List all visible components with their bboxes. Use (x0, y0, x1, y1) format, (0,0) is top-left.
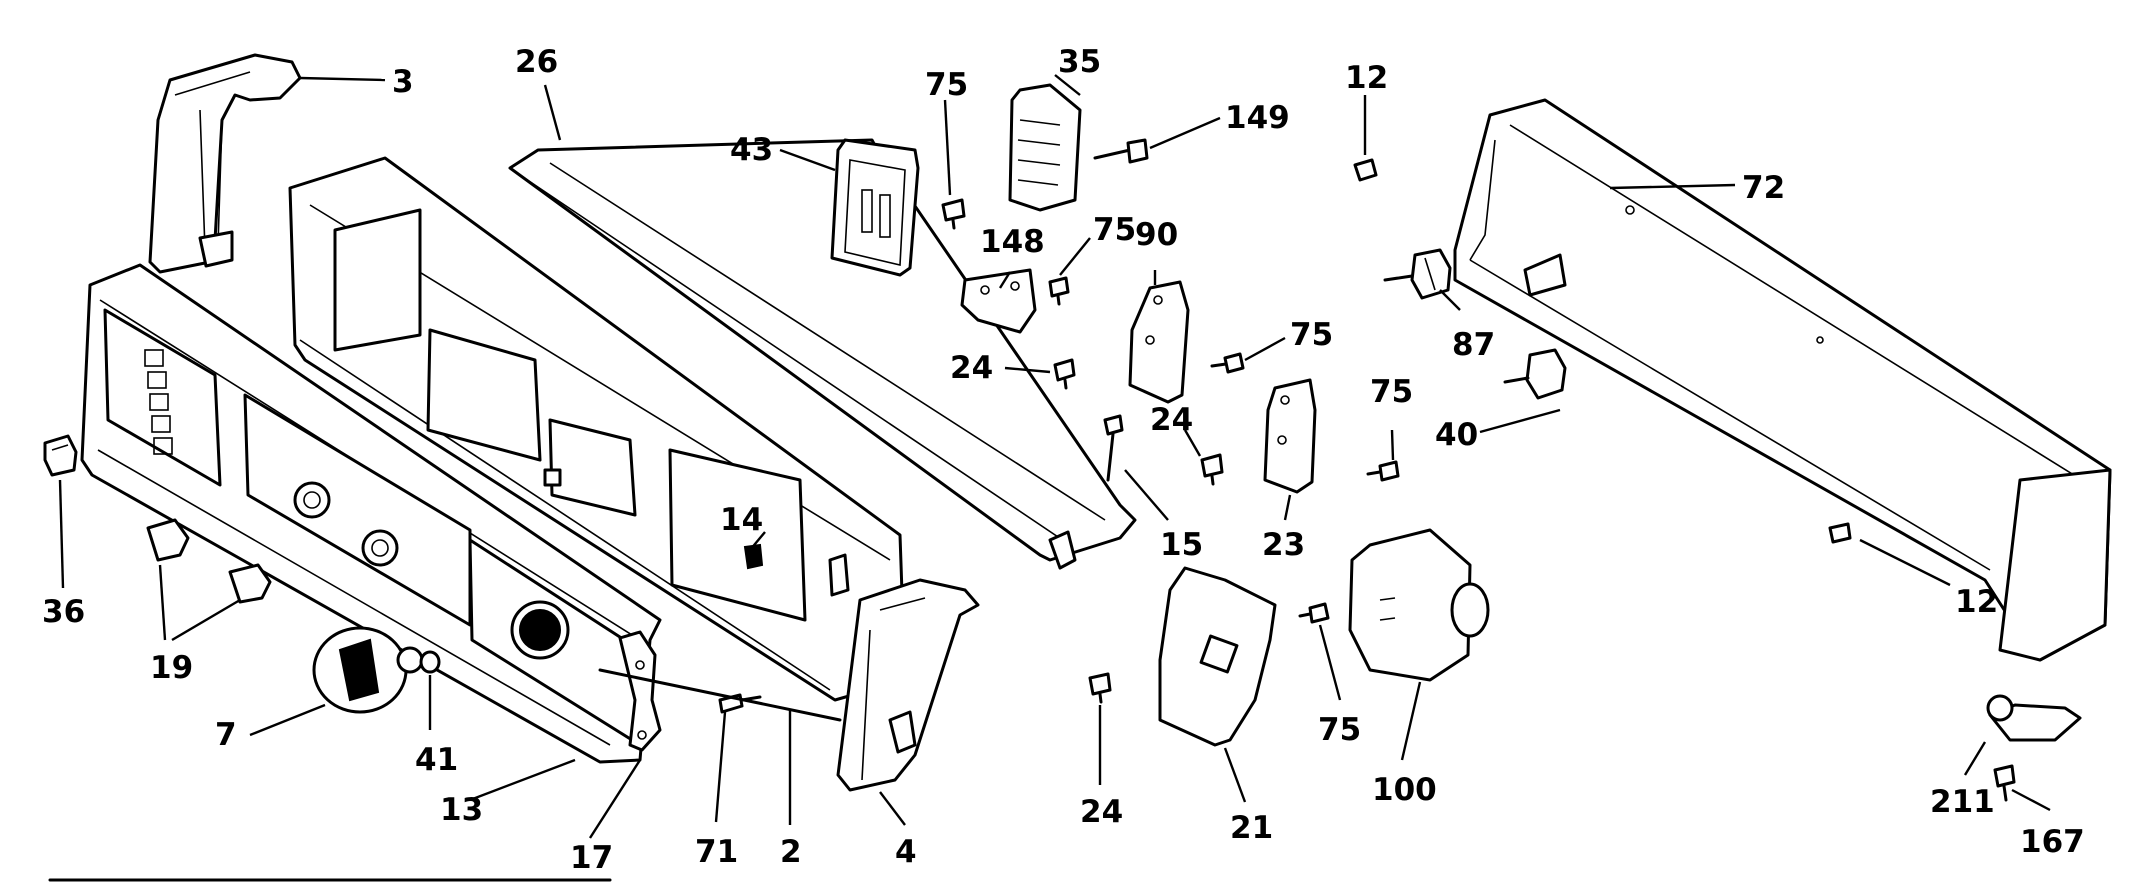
part-148-bracket (960, 268, 1037, 334)
callout-35: 35 (1058, 44, 1101, 80)
callout-12-b: 12 (1955, 584, 1998, 620)
callout-75-b: 75 (1093, 212, 1136, 248)
callout-167: 167 (2020, 824, 2085, 860)
leader-lines (58, 74, 2051, 839)
callout-15: 15 (1160, 527, 1203, 563)
callout-19: 19 (150, 650, 193, 686)
part-36-cap (43, 434, 78, 477)
callout-24-c: 24 (1080, 794, 1123, 830)
part-90-bracket (1128, 280, 1190, 404)
callout-24-a: 24 (950, 350, 993, 386)
part-2-bottom-trim (598, 668, 842, 722)
callout-labels: 3 26 43 75 35 149 12 72 148 75 90 87 24 … (42, 44, 2085, 876)
part-7-control-knob (312, 626, 424, 714)
callout-26: 26 (515, 44, 558, 80)
part-87-switch (1383, 248, 1452, 300)
callout-75-c: 75 (1290, 317, 1333, 353)
callout-211: 211 (1930, 784, 1995, 820)
part-24-screw-c (1088, 672, 1112, 704)
callout-3: 3 (392, 64, 414, 100)
part-17-bracket (618, 630, 662, 752)
part-19-knob-caps (146, 518, 272, 604)
part-23-bracket (1263, 378, 1317, 494)
part-41-small-knob (419, 650, 441, 674)
callout-75-a: 75 (925, 67, 968, 103)
part-72-rear-cover (1453, 98, 2112, 662)
callout-7: 7 (215, 717, 237, 753)
callout-24-b: 24 (1150, 402, 1193, 438)
callout-4: 4 (895, 834, 917, 870)
part-26-trim-strip (508, 138, 1137, 570)
part-75-screw-e (1298, 602, 1330, 624)
part-12-clip-a (1353, 158, 1378, 182)
part-40-switch (1503, 348, 1567, 400)
part-75-screw-a (941, 198, 966, 230)
callout-148: 148 (980, 224, 1045, 260)
part-24-screw-b (1200, 453, 1224, 486)
callout-41: 41 (415, 742, 458, 778)
callout-13: 13 (440, 792, 483, 828)
part-12-clip-b (1828, 522, 1852, 544)
callout-75-e: 75 (1318, 712, 1361, 748)
callout-40: 40 (1435, 417, 1478, 453)
callout-17: 17 (570, 840, 613, 876)
callout-90: 90 (1135, 217, 1178, 253)
part-backsplash-housing (288, 156, 907, 702)
part-3-left-end-cap (148, 53, 302, 274)
callout-14: 14 (720, 502, 763, 538)
callout-36: 36 (42, 594, 85, 630)
callout-149: 149 (1225, 100, 1290, 136)
part-4-right-end-cap (836, 578, 980, 792)
callout-2: 2 (780, 834, 802, 870)
callout-75-d: 75 (1370, 374, 1413, 410)
part-75-screw-d (1366, 460, 1400, 482)
part-149-screw (1093, 138, 1149, 164)
callout-100: 100 (1372, 772, 1437, 808)
callout-12-a: 12 (1345, 60, 1388, 96)
part-24-screw-a (1053, 358, 1076, 390)
callout-72: 72 (1742, 170, 1785, 206)
part-21-board (1158, 566, 1277, 747)
callout-21: 21 (1230, 810, 1273, 846)
callout-87: 87 (1452, 327, 1495, 363)
part-100-timer (1348, 528, 1490, 682)
part-43-bracket (830, 138, 920, 277)
part-15-pin (1103, 414, 1124, 482)
part-14-clip (743, 543, 764, 570)
part-75-screw-c (1210, 352, 1245, 374)
callout-71: 71 (695, 834, 738, 870)
part-35-switch-block (1008, 83, 1082, 212)
part-167-screw (1993, 764, 2016, 802)
part-75-screw-b (1048, 276, 1070, 306)
part-211-bracket (1986, 694, 2082, 742)
callout-43: 43 (730, 132, 773, 168)
callout-23: 23 (1262, 527, 1305, 563)
